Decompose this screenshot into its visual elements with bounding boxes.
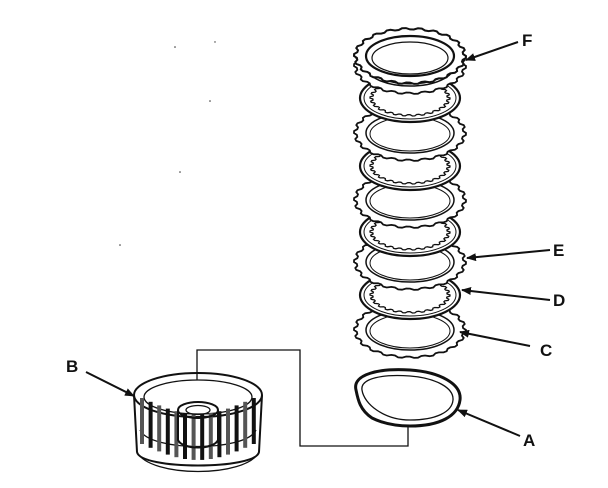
drum-spline [208,413,213,459]
drum-spline [174,411,179,458]
pressure-plate-bore [364,34,456,78]
clutch-drum [133,372,263,473]
drum-spline [226,408,230,455]
drum-spline [191,413,196,460]
drum-spline [183,413,187,459]
drum-spline [140,398,144,444]
leader-arrow-c [459,329,531,347]
leader-arrow-f [465,41,519,61]
leader-arrow-e [466,249,551,262]
drum-spline [217,411,222,458]
scan-specks [119,41,216,246]
label-b: B [66,357,78,376]
drum-spline [251,398,256,444]
drum-splines [140,398,256,460]
drum-spline [200,413,205,460]
assembly-relation-line [196,349,409,447]
leader-arrow-a [457,409,521,437]
drum-spline [243,401,248,448]
label-d: D [553,291,565,310]
label-a: A [523,431,535,450]
clutch-plate-stack [352,27,468,359]
snap-ring [354,368,462,428]
drum-spline [165,408,170,455]
label-c: C [540,341,552,360]
label-f: F [522,31,532,50]
leader-arrow-d [461,287,551,301]
label-e: E [553,241,564,260]
drum-spline [157,405,162,452]
drum-spline [234,405,239,452]
pressure-plate-inner-edge [371,41,449,75]
drum-spline [148,401,153,448]
leader-arrow-b [85,371,135,397]
